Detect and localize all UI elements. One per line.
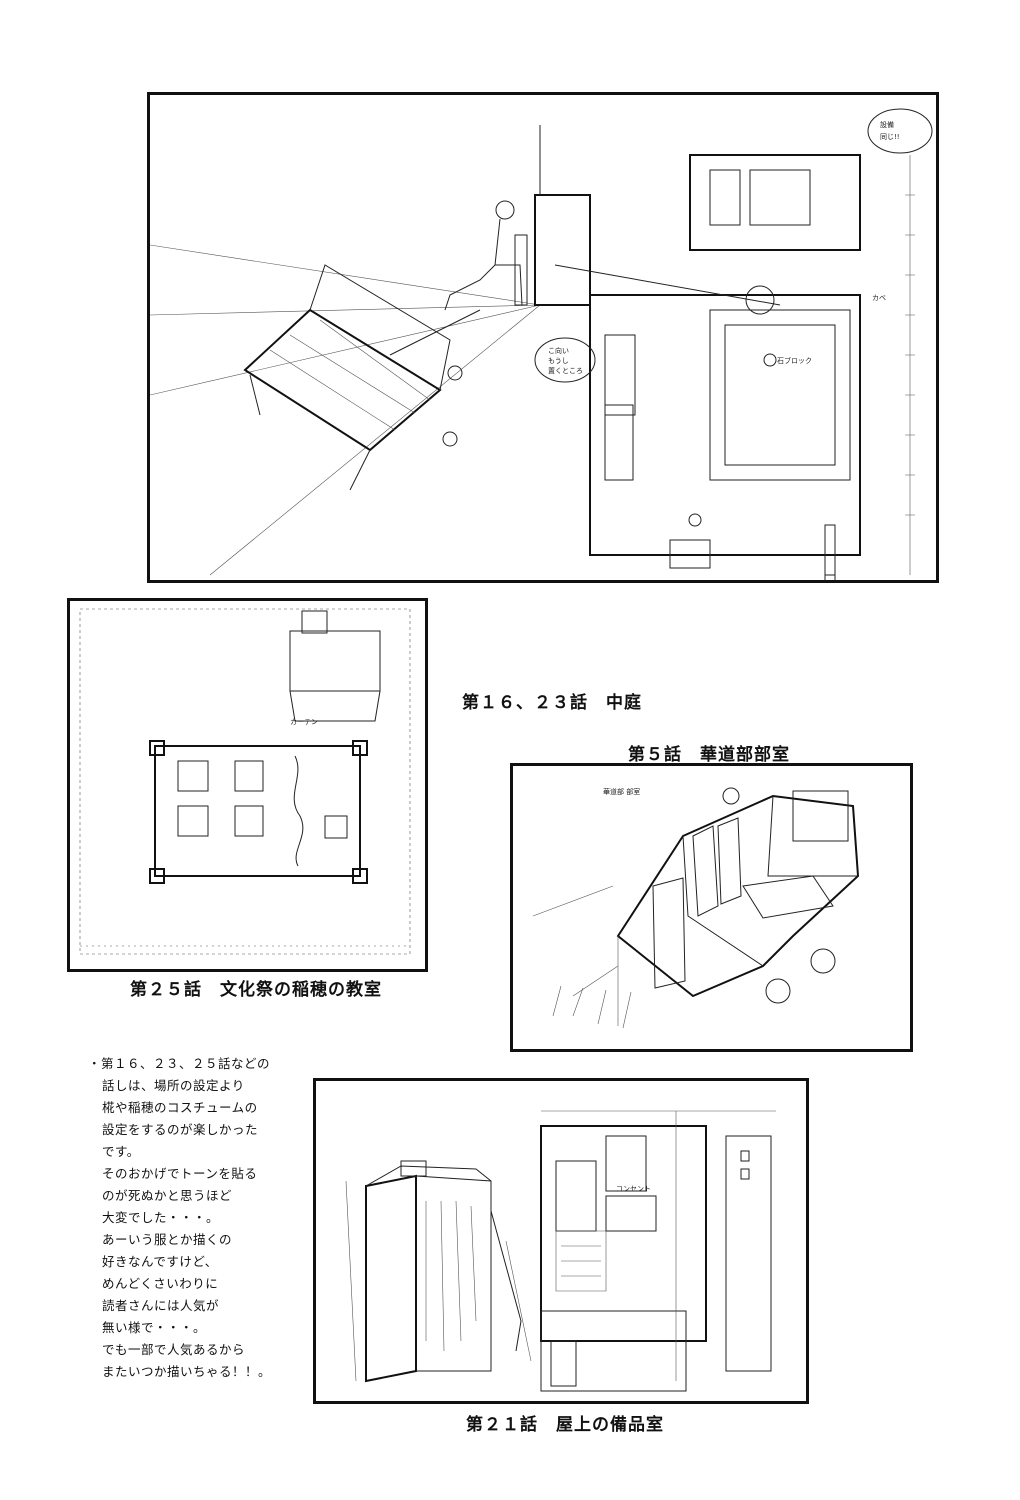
note-line: 読者さんには人気が	[102, 1298, 220, 1313]
classroom-sketch-panel: カーテン	[67, 598, 428, 972]
storeroom-sketch: コンセント	[345, 1110, 776, 1392]
ikebana-sketch: 華道部 部室	[532, 787, 860, 1029]
note-line: のが死ぬかと思うほど	[102, 1188, 233, 1203]
note-line: めんどくさいわりに	[102, 1276, 219, 1291]
svg-text:こ向い: こ向い	[548, 346, 569, 355]
courtyard-caption: 第１６、２３話 中庭	[462, 693, 642, 713]
note-line: 大変でした・・・。	[102, 1210, 220, 1225]
note-line: でも一部で人気あるから	[102, 1342, 246, 1357]
svg-text:同じ!!: 同じ!!	[880, 133, 900, 141]
ikebana-caption: 第５話 華道部部室	[628, 745, 790, 765]
note-line: あーいう服とか描くの	[102, 1232, 233, 1247]
note-line: 無い様で・・・。	[102, 1320, 207, 1335]
author-note: ・第１６、２３、２５話などの 話しは、場所の設定より 椛や稲穂のコスチュームの …	[88, 1053, 298, 1383]
courtyard-sketch-panel: 設備 同じ!! こ向い もうし 置くところ カベ 石ブロック	[147, 92, 939, 583]
note-line: またいつか描いちゃる！！。	[102, 1364, 272, 1379]
classroom-sketch: カーテン	[79, 608, 411, 955]
note-line: 好きなんですけど、	[102, 1254, 218, 1269]
svg-text:もうし: もうし	[548, 357, 569, 365]
storeroom-caption: 第２１話 屋上の備品室	[466, 1415, 664, 1435]
note-line: 設定をするのが楽しかった	[102, 1122, 259, 1137]
svg-text:カベ: カベ	[872, 294, 886, 302]
note-line: ・第１６、２３、２５話などの	[88, 1056, 271, 1071]
svg-text:コンセント: コンセント	[616, 1185, 651, 1193]
svg-text:カーテン: カーテン	[290, 718, 318, 726]
svg-text:華道部 部室: 華道部 部室	[603, 787, 640, 796]
note-line: 椛や稲穂のコスチュームの	[102, 1100, 258, 1115]
svg-text:設備: 設備	[880, 120, 894, 129]
note-line: そのおかげでトーンを貼る	[102, 1166, 258, 1181]
note-line: 話しは、場所の設定より	[102, 1078, 245, 1093]
courtyard-sketch: 設備 同じ!! こ向い もうし 置くところ カベ 石ブロック	[150, 108, 933, 580]
ikebana-sketch-panel: 華道部 部室	[510, 763, 913, 1052]
svg-text:置くところ: 置くところ	[548, 367, 583, 375]
storeroom-sketch-panel: コンセント	[313, 1078, 809, 1404]
classroom-caption: 第２５話 文化祭の稲穂の教室	[130, 980, 382, 1000]
note-line: です。	[102, 1144, 140, 1159]
svg-text:石ブロック: 石ブロック	[777, 356, 812, 365]
